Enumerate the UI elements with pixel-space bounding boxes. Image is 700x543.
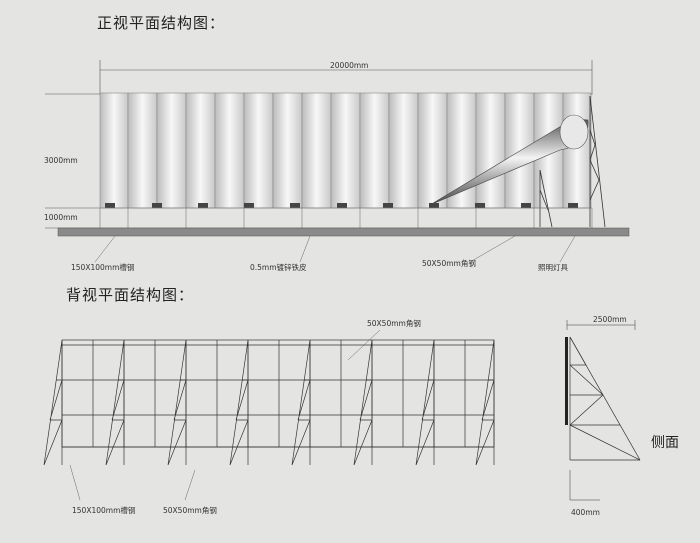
back-view-title: 背视平面结构图： — [66, 286, 195, 304]
back-leader-lines — [69, 329, 381, 501]
back-angle-top-label: 50X50mm角钢 — [367, 319, 421, 328]
front-view-title: 正视平面结构图： — [97, 14, 226, 32]
height-label: 3000mm — [44, 156, 78, 165]
back-trusses — [43, 339, 495, 466]
width-label: 20000mm — [330, 61, 369, 70]
lamp-row — [105, 203, 578, 208]
front-side-truss — [539, 95, 606, 228]
side-base-label: 400mm — [571, 508, 600, 517]
back-angle-bottom-label: 50X50mm角钢 — [163, 506, 217, 515]
base-height-label: 1000mm — [44, 213, 78, 222]
billboard-panels — [99, 92, 592, 209]
side-depth-label: 2500mm — [593, 315, 627, 324]
sheet-label: 0.5mm镀锌铁皮 — [250, 263, 307, 272]
lamp-label: 照明灯具 — [538, 263, 568, 272]
base-frame — [99, 207, 593, 229]
leader-lines — [94, 235, 576, 263]
peeled-sheet — [429, 114, 589, 206]
side-view — [565, 320, 641, 501]
back-channel-label: 150X100mm槽钢 — [72, 506, 136, 515]
side-view-title: 侧面 — [651, 435, 679, 451]
front-angle-label: 50X50mm角钢 — [422, 259, 476, 268]
front-channel-label: 150X100mm槽钢 — [71, 263, 135, 272]
front-view — [45, 60, 630, 263]
width-dimension — [99, 60, 593, 95]
back-view — [43, 329, 495, 501]
ground-strip — [57, 227, 630, 237]
